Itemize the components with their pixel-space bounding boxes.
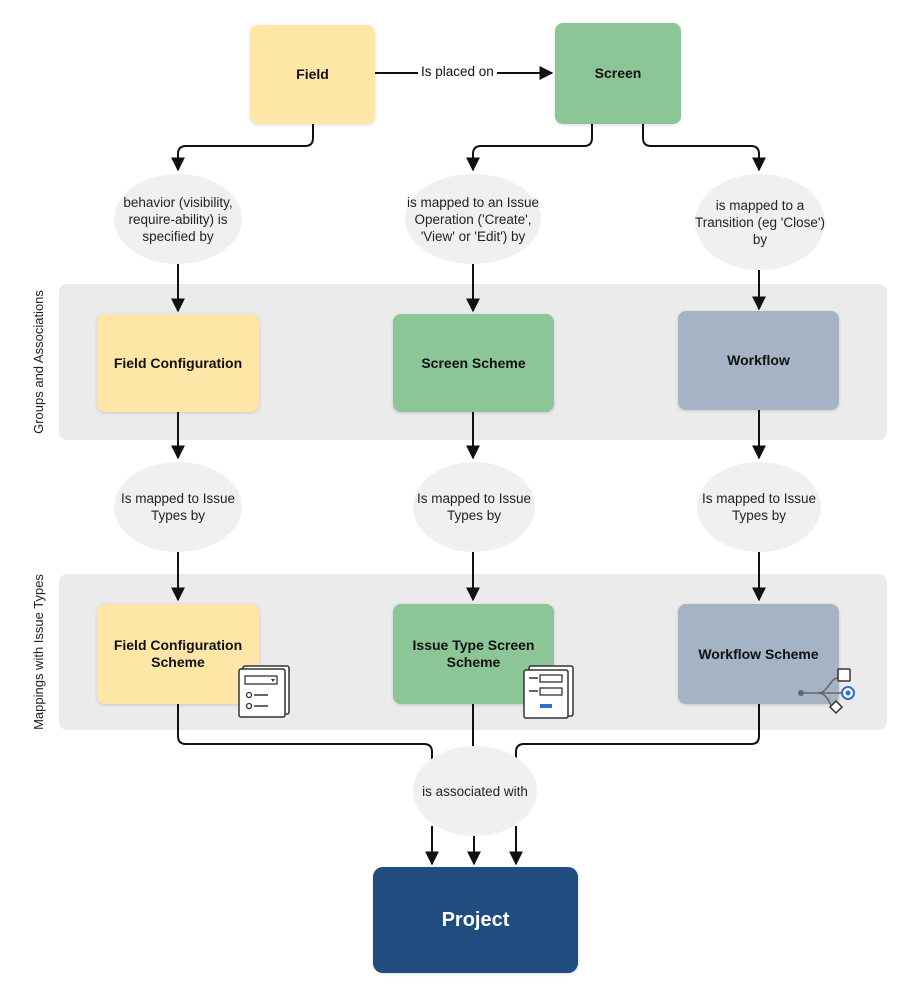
workflow-scheme-icon [798, 668, 855, 715]
edge-wfs-assoc [515, 704, 760, 766]
screen-node: Screen [555, 23, 681, 124]
associated-bubble: is associated with [413, 746, 537, 836]
project-node: Project [373, 867, 578, 973]
behavior-bubble: behavior (visibility, require-ability) i… [114, 174, 242, 264]
issue-types-bubble-1: Is mapped to Issue Types by [114, 462, 242, 552]
issue-type-screen-scheme-node: Issue Type Screen Scheme [393, 604, 554, 704]
screen-scheme-node: Screen Scheme [393, 314, 554, 412]
issue-operation-bubble: is mapped to an Issue Operation ('Create… [405, 174, 541, 264]
edge-screen-right [642, 124, 766, 172]
transition-bubble: is mapped to a Transition (eg 'Close') b… [695, 174, 825, 270]
edge-field-down [171, 124, 314, 172]
edge-screen-left [466, 124, 593, 172]
issue-types-bubble-3: Is mapped to Issue Types by [697, 462, 821, 552]
field-configuration-scheme-node: Field Configuration Scheme [97, 604, 259, 704]
workflow-node: Workflow [678, 311, 839, 410]
field-node: Field [250, 25, 375, 124]
placed-on-label: Is placed on [418, 64, 497, 79]
issue-type-screen-scheme-icon [523, 665, 574, 719]
field-configuration-node: Field Configuration [97, 314, 259, 412]
workflow-scheme-node: Workflow Scheme [678, 604, 839, 704]
edge-fcs-assoc [177, 704, 433, 766]
issue-types-bubble-2: Is mapped to Issue Types by [413, 462, 535, 552]
field-config-scheme-icon [238, 665, 290, 718]
